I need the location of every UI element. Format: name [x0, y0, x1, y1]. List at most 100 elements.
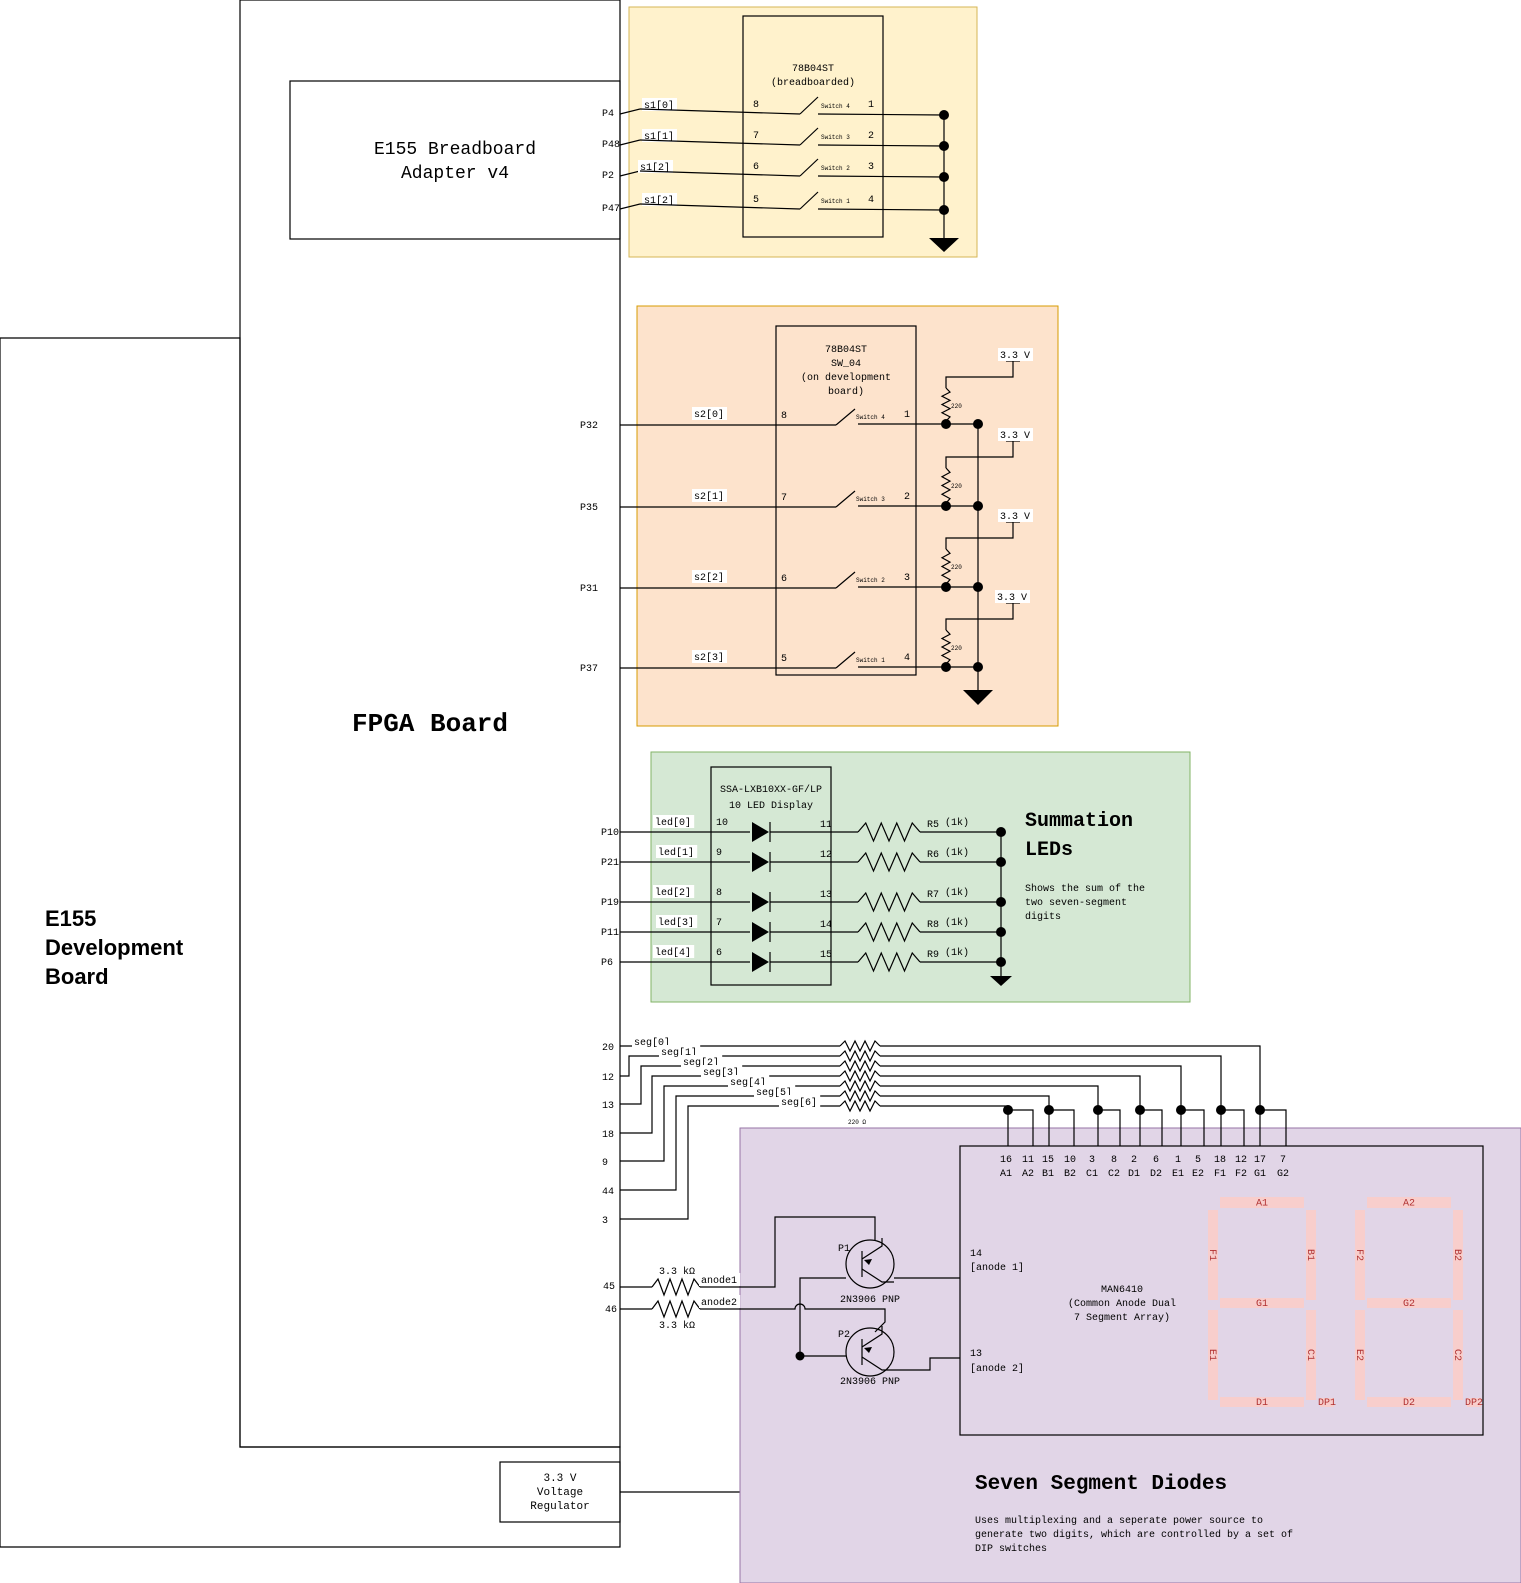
segment-net-label-bg	[754, 1085, 796, 1098]
segment-pin-number: 12	[1235, 1155, 1247, 1166]
switch2-net-label-bg	[692, 650, 727, 663]
junction-dot	[941, 582, 951, 592]
breadboard-adapter: E155 Breadboard Adapter v4	[289, 80, 621, 240]
segment-digit1-dp	[1320, 1398, 1334, 1407]
segment-pin-name: E2	[1192, 1169, 1204, 1180]
switch2-pin-num: 6	[781, 574, 787, 585]
transistor-part: 2N3906 PNP	[840, 1377, 900, 1388]
switch-block-2: 78B04ST SW_04 (on development board) P32…	[580, 325, 1033, 705]
transistor-collector	[861, 1326, 883, 1348]
switch2-net-label-bg	[692, 489, 727, 502]
junction-dot	[973, 419, 983, 429]
wire	[619, 203, 641, 210]
switch2-net-label: s2[3]	[694, 652, 724, 664]
segment-pin-name: B1	[1042, 1169, 1054, 1180]
segment-resistor	[839, 1059, 881, 1073]
segment-pin-name: G2	[1277, 1169, 1289, 1180]
switch1-chip-line-1: 78B04ST	[792, 64, 834, 75]
anode1-net-label-bg	[699, 1273, 741, 1286]
wire	[817, 144, 945, 147]
led-net-label: led[3]	[658, 917, 694, 929]
transistor-name: P1	[838, 1244, 850, 1255]
switch1-switch-name: Switch 3	[821, 134, 850, 141]
anode-pin-label: 46	[605, 1305, 617, 1316]
switch1-switch-name: Switch 2	[821, 165, 850, 172]
segment-digit1-f-label: F1	[1206, 1249, 1217, 1261]
switch-lever	[835, 408, 856, 426]
segment-pin-number: 8	[1111, 1155, 1117, 1166]
segment-digit2-c-label: C2	[1451, 1349, 1462, 1361]
segment-net-label-bg	[701, 1065, 743, 1078]
seg-chip-line-2: (Common Anode Dual	[1068, 1298, 1176, 1310]
switch2-pin-num: 4	[904, 653, 910, 664]
segment-digit1-d	[1220, 1397, 1304, 1407]
segment-pin-name: G1	[1254, 1169, 1266, 1180]
pullup-value: 220	[951, 564, 962, 571]
led-pin-num: 9	[716, 848, 722, 859]
breadboard-switch-panel	[628, 6, 978, 258]
segment-digit2-e-label: E2	[1353, 1349, 1364, 1361]
led-pin-label: P10	[601, 828, 619, 839]
segment-pin-name: F2	[1235, 1169, 1247, 1180]
dev-board-title-1: E155	[45, 906, 96, 931]
segment-digit2-f-label: F2	[1353, 1249, 1364, 1261]
led-resistor	[857, 951, 921, 973]
pullup-wire	[945, 522, 1014, 549]
segment-wire	[880, 1105, 1009, 1110]
segment-pin-wire	[1049, 1109, 1075, 1146]
segment-pin-number: 10	[1064, 1155, 1076, 1166]
switch1-pin-label: P2	[602, 171, 614, 182]
pullup-resistor	[940, 548, 952, 585]
supply-rail	[799, 1277, 846, 1356]
led-diode	[752, 892, 769, 912]
led-net-label-bg	[656, 915, 698, 928]
segment-digit2-g	[1367, 1298, 1451, 1308]
anode2-pin-label: 13	[970, 1349, 982, 1360]
led-resistor-name: R8	[927, 920, 939, 931]
segment-wire	[880, 1045, 1261, 1110]
segment-pin-label: 44	[602, 1187, 614, 1198]
segment-pin-label: 12	[602, 1073, 614, 1084]
dev-board-title-3: Board	[45, 964, 109, 989]
segment-wire	[880, 1055, 1222, 1110]
segment-digit1-a-label: A1	[1256, 1199, 1268, 1210]
vcc-label-bg	[995, 590, 1030, 603]
segment-wire	[620, 1055, 840, 1077]
switch1-pin-num: 8	[753, 100, 759, 111]
switch2-net-label-bg	[692, 570, 727, 583]
seven-seg-desc-2: generate two digits, which are controlle…	[975, 1529, 1293, 1541]
wire	[619, 139, 641, 146]
segment-digit2-d	[1367, 1397, 1451, 1407]
segment-pin-name: E1	[1172, 1169, 1184, 1180]
led-resistor	[857, 891, 921, 913]
led-net-label: led[4]	[655, 947, 691, 959]
led-diode	[752, 952, 769, 972]
segment-digit2-g-label: G2	[1403, 1299, 1415, 1310]
switch1-pin-num: 7	[753, 131, 759, 142]
segment-wire	[880, 1095, 1050, 1110]
junction-dot	[941, 419, 951, 429]
segment-digit1-c	[1306, 1310, 1316, 1400]
switch1-chip-line-2: (breadboarded)	[771, 77, 855, 89]
dev-board-title-2: Development	[45, 935, 184, 960]
segment-net-label-bg	[659, 1045, 701, 1058]
led-block: SSA-LXB10XX-GF/LP 10 LED Display P10led[…	[601, 766, 1145, 986]
led-pin-num: 13	[820, 890, 832, 901]
segment-net-label: seg[6]	[781, 1097, 817, 1109]
switch2-pin-num: 1	[904, 410, 910, 421]
transistor-emitter	[861, 1356, 894, 1371]
segment-pin-wire	[1140, 1109, 1163, 1146]
segment-digit1-g-label: G1	[1256, 1299, 1268, 1310]
led-diode	[752, 852, 769, 872]
switch1-pin-label: P47	[602, 204, 620, 215]
transistor-name: P2	[838, 1330, 850, 1341]
segment-wire	[880, 1065, 1182, 1110]
led-pin-label: P11	[601, 928, 619, 939]
switch2-pin-num: 2	[904, 492, 910, 503]
switch2-switch-name: Switch 1	[856, 657, 885, 664]
switch2-switch-name: Switch 2	[856, 577, 885, 584]
led-pin-num: 11	[820, 820, 832, 831]
segment-pin-wire	[1260, 1109, 1287, 1146]
